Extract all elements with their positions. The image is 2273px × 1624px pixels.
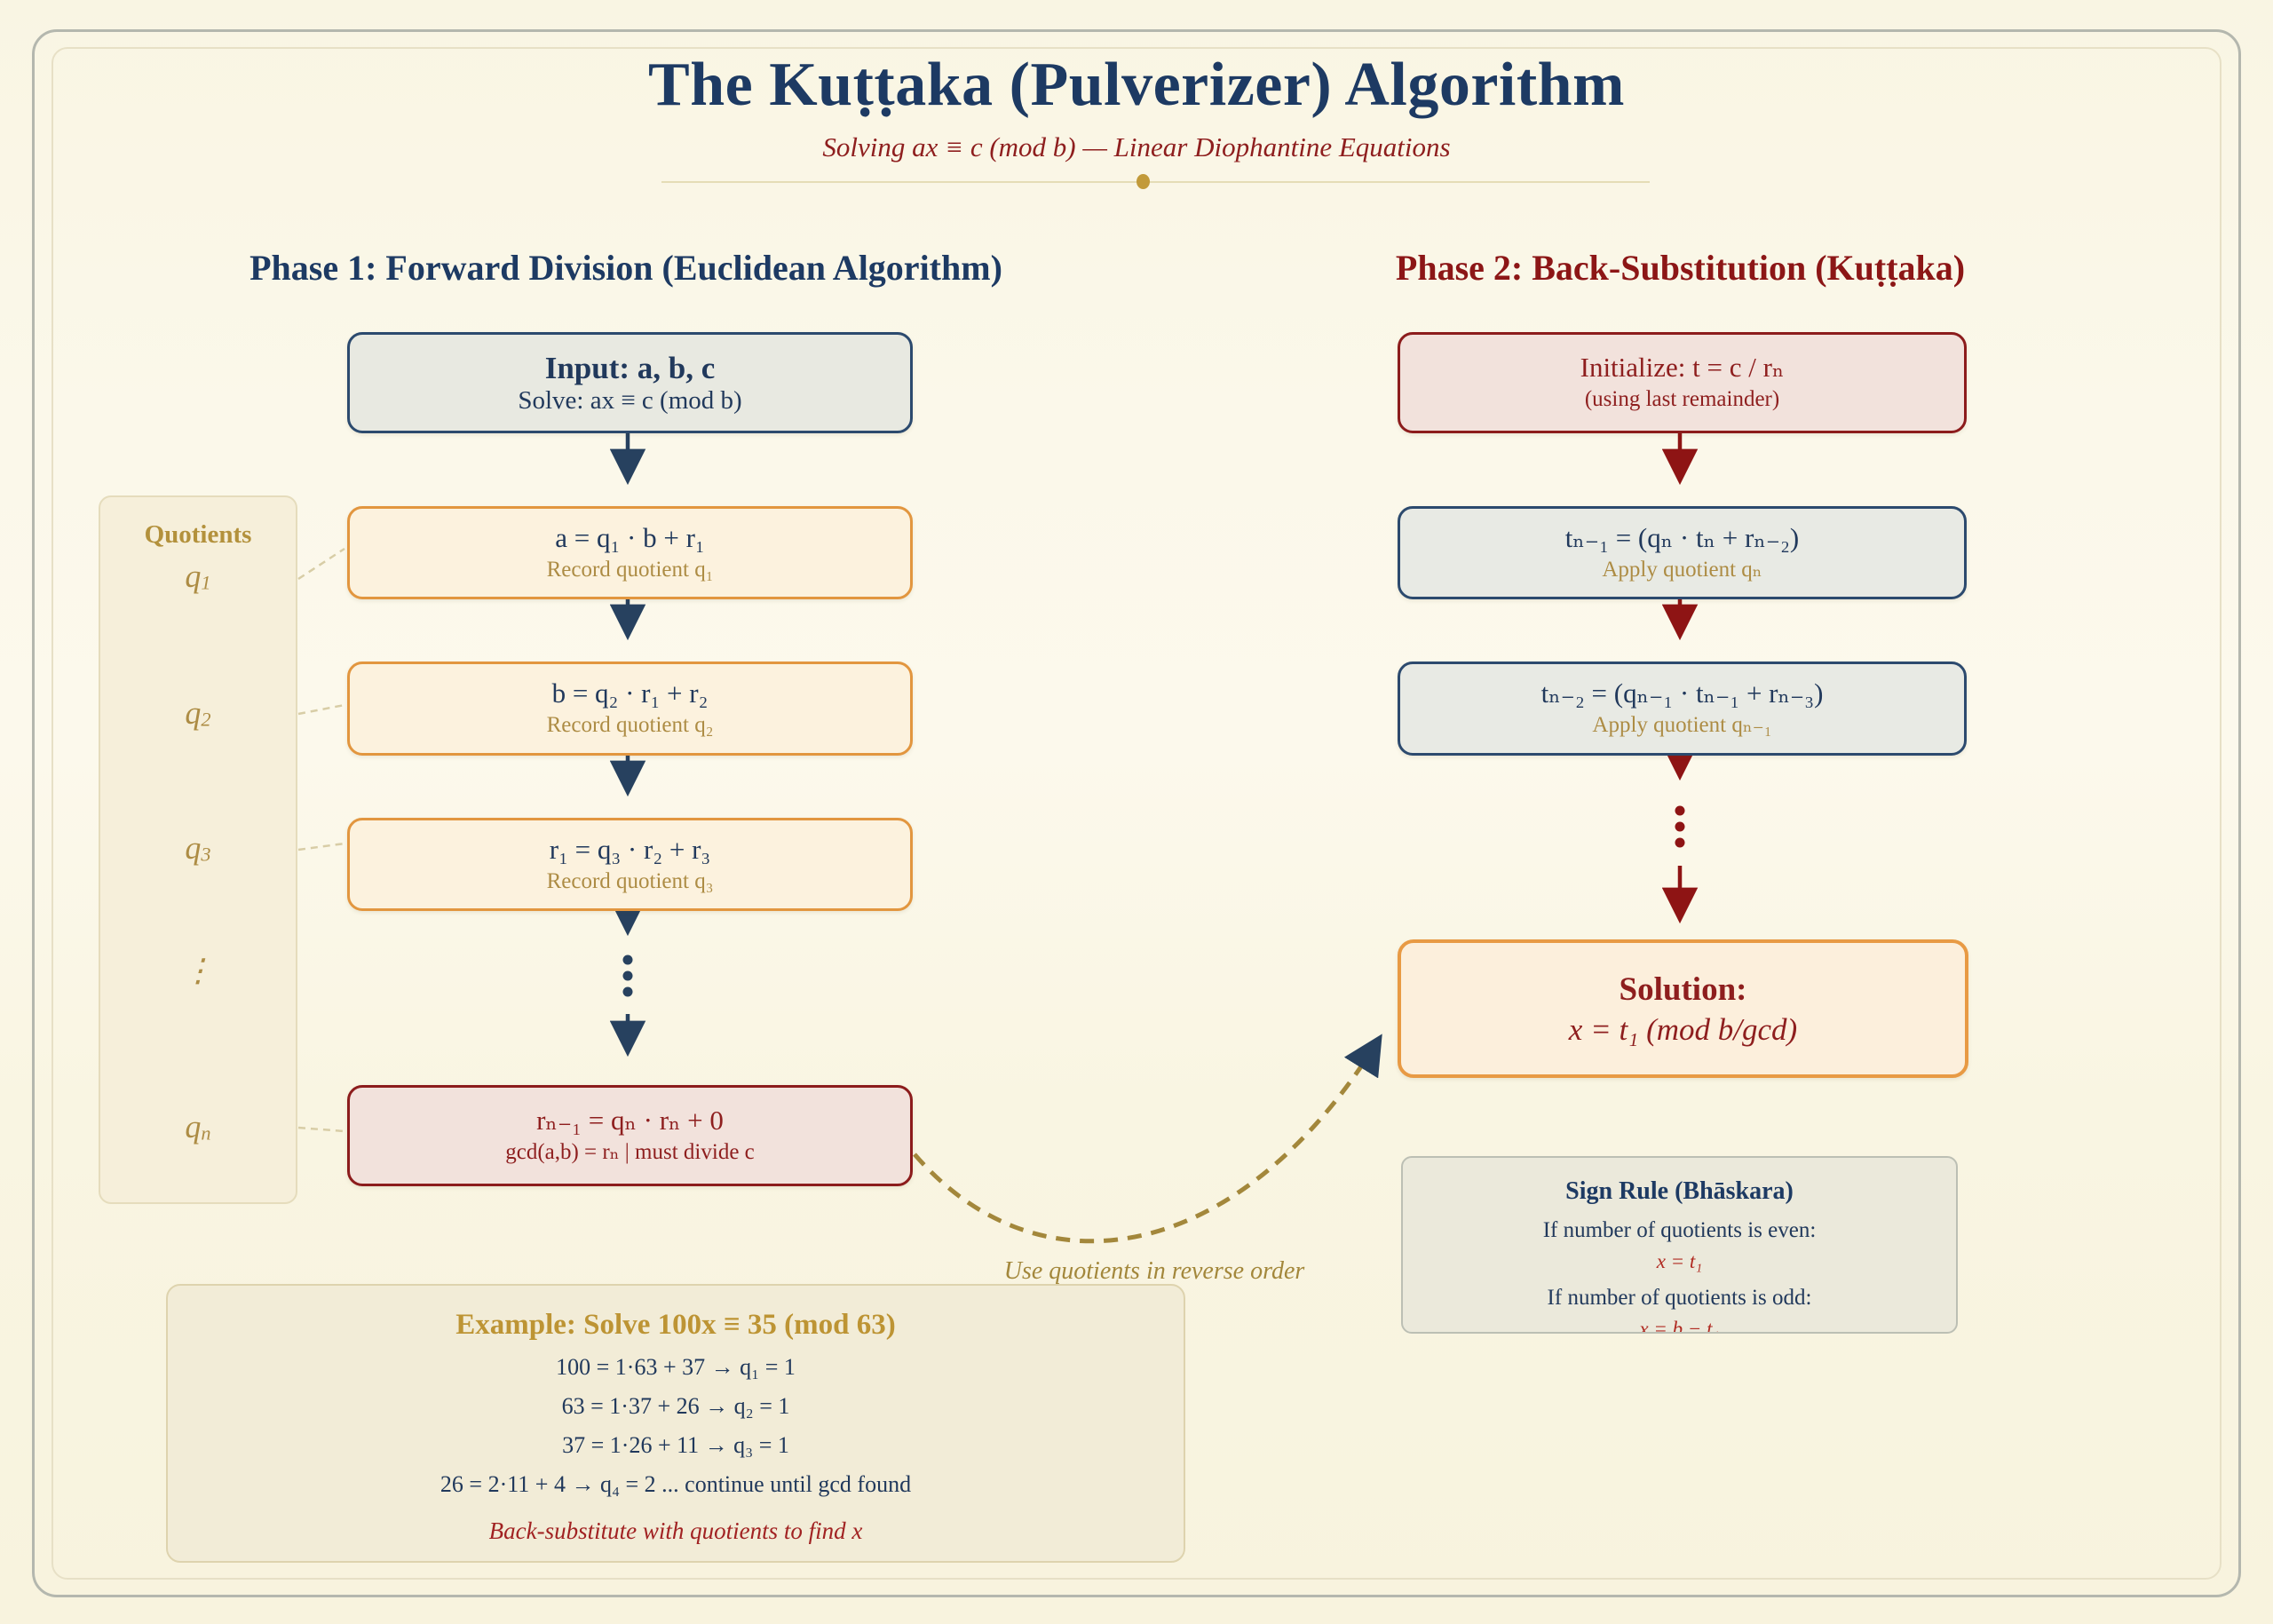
example-footer: Back-substitute with quotients to find x (488, 1517, 863, 1544)
backsub-step-2-formula: tₙ₋₂ = (qₙ₋₁ · tₙ₋₁ + rₙ₋₃) (1540, 677, 1824, 709)
backsub-step-2-note: Apply quotient qₙ₋₁ (1592, 713, 1772, 738)
page-title: The Kuṭṭaka (Pulverizer) Algorithm (648, 51, 1625, 119)
division-step-3-note: Record quotient q₃ (546, 868, 714, 893)
inner-frame (51, 47, 2222, 1580)
sign-rule-box: Sign Rule (Bhāskara) If number of quotie… (1401, 1156, 1958, 1334)
example-step-4: 26 = 2·11 + 4 → q₄ = 2 ... continue unti… (440, 1470, 912, 1497)
header-divider (661, 181, 1650, 183)
quotient-qn-label: qn (185, 1109, 211, 1145)
division-step-1-note: Record quotient q₁ (546, 557, 714, 582)
final-remainder-formula: rₙ₋₁ = qₙ · rₙ + 0 (536, 1105, 724, 1137)
example-step-2: 63 = 1·37 + 26 → q₂ = 1 (561, 1392, 790, 1419)
solution-box: Solution: x = t₁ (mod b/gcd) (1398, 939, 1968, 1078)
sign-rule-title: Sign Rule (Bhāskara) (1565, 1177, 1794, 1205)
page-subtitle: Solving ax ≡ c (mod b) — Linear Diophant… (822, 131, 1451, 162)
division-step-2-note: Record quotient q₂ (546, 713, 714, 738)
division-step-3-formula: r₁ = q₃ · r₂ + r₃ (549, 833, 711, 865)
initialize-box: Initialize: t = c / rₙ (using last remai… (1398, 332, 1967, 433)
backsub-step-2-box: tₙ₋₂ = (qₙ₋₁ · tₙ₋₁ + rₙ₋₃) Apply quotie… (1398, 661, 1967, 756)
division-step-1-box: a = q₁ · b + r₁ Record quotient q₁ (347, 506, 913, 599)
division-step-2-formula: b = q₂ · r₁ + r₂ (551, 677, 709, 709)
quotients-panel-title: Quotients (144, 520, 252, 549)
sign-rule-odd-label: If number of quotients is odd: (1547, 1286, 1812, 1310)
initialize-formula: Initialize: t = c / rₙ (1580, 352, 1785, 384)
example-title: Example: Solve 100x ≡ 35 (mod 63) (455, 1309, 896, 1341)
input-box-subtitle: Solve: ax ≡ c (mod b) (518, 385, 742, 415)
example-box: Example: Solve 100x ≡ 35 (mod 63) 100 = … (166, 1284, 1185, 1563)
input-box: Input: a, b, c Solve: ax ≡ c (mod b) (347, 332, 913, 433)
final-remainder-note: gcd(a,b) = rₙ | must divide c (505, 1140, 755, 1165)
quotient-q1-label: q1 (185, 558, 211, 594)
outer-frame (32, 29, 2241, 1597)
example-step-1: 100 = 1·63 + 37 → q₁ = 1 (556, 1354, 796, 1380)
phase1-heading: Phase 1: Forward Division (Euclidean Alg… (249, 248, 1002, 288)
quotient-ellipsis: ⋮ (182, 953, 214, 988)
solution-formula: x = t₁ (mod b/gcd) (1568, 1011, 1798, 1047)
quotients-panel: Quotients q1 q2 q3 ⋮ qn (99, 495, 297, 1204)
backsub-step-1-formula: tₙ₋₁ = (qₙ · tₙ + rₙ₋₂) (1564, 521, 1800, 553)
header-divider-dot (1136, 174, 1150, 189)
backsub-step-1-box: tₙ₋₁ = (qₙ · tₙ + rₙ₋₂) Apply quotient q… (1398, 506, 1967, 599)
division-step-2-box: b = q₂ · r₁ + r₂ Record quotient q₂ (347, 661, 913, 756)
initialize-note: (using last remainder) (1584, 387, 1780, 412)
quotient-q3-label: q3 (185, 830, 211, 866)
division-step-3-box: r₁ = q₃ · r₂ + r₃ Record quotient q₃ (347, 818, 913, 911)
division-step-1-formula: a = q₁ · b + r₁ (555, 521, 705, 553)
backsub-step-1-note: Apply quotient qₙ (1602, 557, 1762, 582)
final-remainder-box: rₙ₋₁ = qₙ · rₙ + 0 gcd(a,b) = rₙ | must … (347, 1085, 913, 1186)
solution-title: Solution: (1619, 970, 1747, 1008)
sign-rule-odd-formula: x = b − t₁ (1639, 1318, 1720, 1334)
reverse-order-label: Use quotients in reverse order (1003, 1257, 1305, 1285)
sign-rule-even-formula: x = t₁ (1656, 1250, 1703, 1272)
sign-rule-even-label: If number of quotients is even: (1542, 1218, 1817, 1242)
input-box-title: Input: a, b, c (544, 350, 716, 385)
phase2-heading: Phase 2: Back-Substitution (Kuṭṭaka) (1395, 248, 1966, 288)
example-step-3: 37 = 1·26 + 11 → q₃ = 1 (562, 1431, 789, 1458)
quotient-q2-label: q2 (185, 695, 211, 731)
